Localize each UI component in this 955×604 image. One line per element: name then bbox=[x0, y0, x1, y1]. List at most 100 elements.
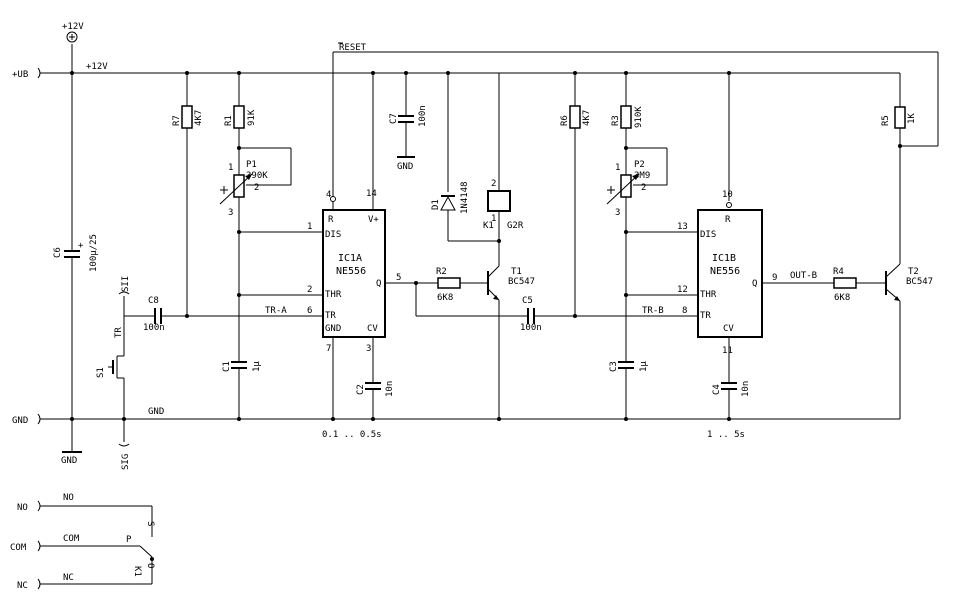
net-tr-a: TR-A bbox=[265, 306, 287, 316]
p1-pin-1: 1 bbox=[228, 163, 233, 173]
ic1b-pin-thr-label: THR bbox=[700, 290, 717, 300]
sig-in-terminal[interactable] bbox=[118, 291, 130, 295]
k1-pin-2: 2 bbox=[491, 179, 496, 189]
c2-ref: C2 bbox=[356, 384, 366, 395]
s1-switch[interactable] bbox=[108, 316, 125, 419]
k1-relay-coil bbox=[487, 73, 511, 241]
ic1b-pin-r-label: R bbox=[725, 215, 731, 225]
ic1b-ref: IC1B bbox=[712, 253, 736, 264]
r3-value: 910K bbox=[634, 106, 644, 128]
no-terminal[interactable] bbox=[37, 500, 41, 512]
ic1b-pin-8: 8 bbox=[682, 306, 687, 316]
s1-ref: S1 bbox=[96, 367, 106, 378]
c8-value: 100n bbox=[143, 323, 165, 333]
c7-gnd-label: GND bbox=[397, 162, 413, 172]
com-wire-label: COM bbox=[63, 534, 80, 544]
r7-value: 4K7 bbox=[194, 110, 204, 126]
s1-value: TR bbox=[114, 327, 124, 338]
t2-ref: T2 bbox=[908, 267, 919, 277]
no-terminal-label: NO bbox=[17, 503, 28, 513]
com-terminal[interactable] bbox=[37, 540, 41, 552]
ic1a-pin-thr-label: THR bbox=[325, 290, 342, 300]
gnd-terminal[interactable] bbox=[37, 413, 41, 425]
r2-ref: R2 bbox=[436, 267, 447, 277]
svg-text:+: + bbox=[78, 241, 84, 251]
sig-gnd-terminal[interactable] bbox=[118, 443, 130, 447]
ic1a-pin-dis-label: DIS bbox=[325, 230, 341, 240]
ic1b-pin-11: 11 bbox=[722, 346, 733, 356]
ub-terminal-label: +UB bbox=[12, 70, 28, 80]
c7-ref: C7 bbox=[389, 113, 399, 124]
c5-value: 100n bbox=[520, 323, 542, 333]
r6-resistor bbox=[569, 73, 581, 316]
r4-value: 6K8 bbox=[834, 293, 850, 303]
relay-contact-wires bbox=[40, 505, 154, 585]
p2-pin-3: 3 bbox=[615, 208, 620, 218]
ic1b-pin-dis-label: DIS bbox=[700, 230, 716, 240]
contact-o-label: O bbox=[145, 563, 155, 568]
c1-value: 1μ bbox=[252, 361, 262, 372]
c5-ref: C5 bbox=[522, 296, 533, 306]
r1-ref: R1 bbox=[224, 115, 234, 126]
nc-terminal-label: NC bbox=[17, 581, 28, 591]
c2-value: 10n bbox=[385, 381, 395, 397]
ic1a-pin-cv-label: CV bbox=[367, 324, 378, 334]
r7-resistor bbox=[181, 73, 193, 316]
c7-value: 100n bbox=[418, 105, 428, 127]
ic1a-pin-1: 1 bbox=[307, 222, 312, 232]
gnd-terminal-label: GND bbox=[12, 416, 28, 426]
range-b: 1 .. 5s bbox=[707, 430, 745, 440]
c6-capacitor: + bbox=[64, 73, 84, 419]
c1-capacitor bbox=[231, 361, 247, 369]
p1-pin-2: 2 bbox=[254, 183, 259, 193]
c6-value: 100μ/25 bbox=[89, 234, 99, 272]
nc-terminal[interactable] bbox=[37, 578, 41, 590]
ic1b-value: NE556 bbox=[710, 266, 740, 277]
r6-ref: R6 bbox=[560, 115, 570, 126]
ic1a-pin-3: 3 bbox=[366, 344, 371, 354]
ic1b-pin-12: 12 bbox=[677, 285, 688, 295]
ic1b-pin-9: 9 bbox=[772, 273, 777, 283]
ic1a-pin-tr-label: TR bbox=[325, 311, 336, 321]
p1-potentiometer[interactable] bbox=[219, 173, 253, 419]
range-a: 0.1 .. 0.5s bbox=[322, 430, 382, 440]
k1-pin-1: 1 bbox=[491, 214, 496, 224]
sig-in-top-label: SII bbox=[121, 276, 131, 292]
p2-potentiometer[interactable] bbox=[606, 173, 640, 419]
t1-transistor bbox=[487, 241, 500, 419]
c4-value: 10n bbox=[741, 381, 751, 397]
ub-terminal[interactable] bbox=[37, 67, 41, 79]
contact-p-label: P bbox=[126, 535, 132, 545]
ic1b-chip bbox=[626, 73, 834, 383]
gnd-rail-label: GND bbox=[148, 407, 164, 417]
r7-ref: R7 bbox=[172, 115, 182, 126]
com-terminal-label: COM bbox=[10, 543, 27, 553]
d1-ref: D1 bbox=[431, 199, 441, 210]
ic1a-value: NE556 bbox=[336, 266, 366, 277]
r4-resistor bbox=[833, 277, 885, 289]
ic1a-pin-5: 5 bbox=[396, 273, 401, 283]
r4-ref: R4 bbox=[833, 267, 844, 277]
c3-value: 1μ bbox=[639, 361, 649, 372]
ic1a-pin-4: 4 bbox=[326, 190, 331, 200]
p2-value: 3M9 bbox=[634, 171, 650, 181]
c5-capacitor bbox=[415, 283, 698, 324]
ic1a-pin-6: 6 bbox=[307, 306, 312, 316]
no-wire-label: NO bbox=[63, 493, 74, 503]
p2-ref: P2 bbox=[634, 160, 645, 170]
c8-ref: C8 bbox=[148, 296, 159, 306]
c8-capacitor bbox=[123, 296, 324, 324]
nc-wire-label: NC bbox=[63, 573, 74, 583]
c2-capacitor bbox=[365, 382, 381, 419]
power-rails bbox=[40, 31, 939, 453]
ic1a-pin-14: 14 bbox=[366, 189, 377, 199]
ic1b-pin-10: 10 bbox=[722, 190, 733, 200]
gnd-bottom-label: GND bbox=[61, 456, 77, 466]
p1-pin-3: 3 bbox=[228, 208, 233, 218]
r5-value: 1K bbox=[907, 113, 917, 124]
ic1a-pin-q-label: Q bbox=[376, 279, 381, 289]
ic1a-ref: IC1A bbox=[338, 253, 362, 264]
c3-ref: C3 bbox=[609, 361, 619, 372]
d1-diode bbox=[440, 73, 499, 242]
